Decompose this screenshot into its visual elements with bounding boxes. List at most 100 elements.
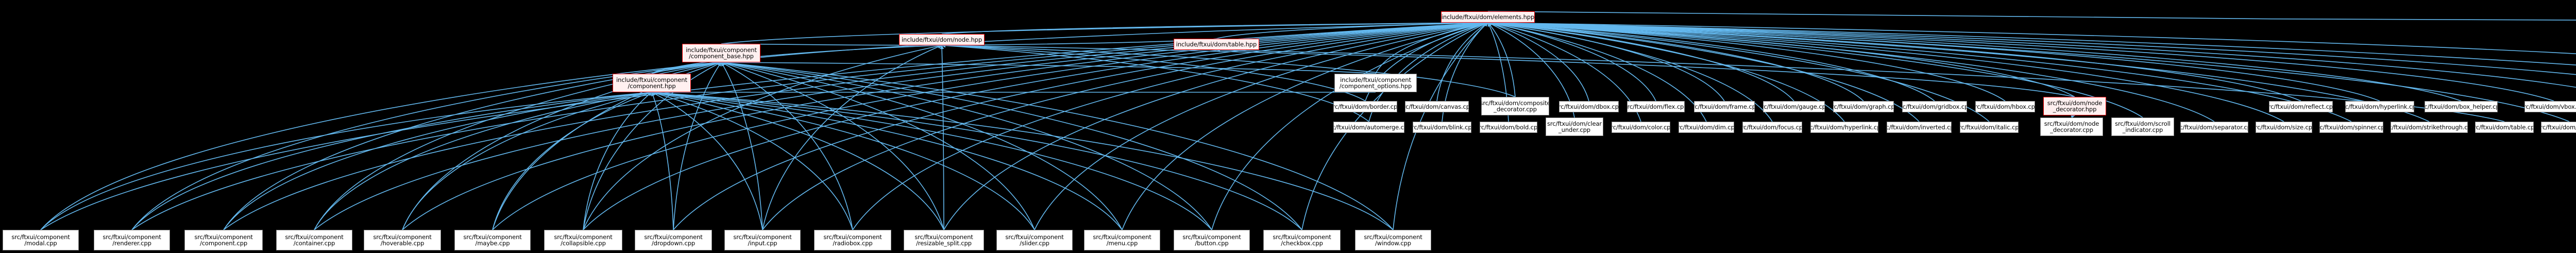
- graph-edge: [131, 90, 652, 230]
- graph-edge: [941, 43, 1366, 102]
- graph-node[interactable]: include/ftxui/dom/node.hpp: [899, 34, 985, 45]
- graph-edge: [651, 90, 1123, 230]
- graph-edge: [1487, 21, 2380, 102]
- graph-node[interactable]: src/ftxui/dom/node _decorator.hpp: [2043, 97, 2106, 115]
- graph-node[interactable]: src/ftxui/dom/graph.cpp: [1833, 101, 1894, 112]
- graph-node[interactable]: src/ftxui/component /modal.cpp: [3, 230, 79, 250]
- graph-edge: [314, 91, 652, 230]
- graph-node[interactable]: src/ftxui/component /collapsible.cpp: [544, 230, 622, 250]
- graph-node[interactable]: src/ftxui/component /checkbox.cpp: [1263, 230, 1341, 250]
- graph-node[interactable]: src/ftxui/dom/hyperlink.cpp: [1810, 122, 1878, 133]
- graph-node[interactable]: src/ftxui/dom/gridbox.cpp: [1902, 101, 1967, 112]
- graph-node[interactable]: src/ftxui/dom/separator.cpp: [2180, 122, 2248, 133]
- graph-node[interactable]: src/ftxui/component /hoverable.cpp: [364, 230, 441, 250]
- graph-node[interactable]: src/ftxui/dom/dbox.cpp: [1559, 101, 1619, 112]
- graph-node[interactable]: src/ftxui/dom/vbox.cpp: [2524, 101, 2576, 112]
- graph-edge: [1487, 11, 2576, 21]
- graph-node[interactable]: src/ftxui/component /container.cpp: [276, 230, 352, 250]
- graph-node[interactable]: src/ftxui/component /maybe.cpp: [454, 230, 531, 250]
- graph-edge: [1436, 22, 1488, 102]
- graph-node[interactable]: src/ftxui/dom/node _decorator.cpp: [2040, 117, 2103, 136]
- graph-edge: [721, 21, 1488, 44]
- graph-node[interactable]: src/ftxui/dom/frame.cpp: [1694, 101, 1755, 112]
- graph-edge: [1487, 21, 1794, 102]
- graph-node[interactable]: src/ftxui/dom/italic.cpp: [1960, 122, 2019, 133]
- graph-node[interactable]: src/ftxui/component /resizable_split.cpp: [904, 230, 984, 250]
- graph-node[interactable]: src/ftxui/component /dropdown.cpp: [635, 230, 712, 250]
- graph-node[interactable]: src/ftxui/component /input.cpp: [724, 230, 801, 250]
- graph-node[interactable]: src/ftxui/dom/spinner.cpp: [2319, 122, 2383, 133]
- graph-node[interactable]: src/ftxui/dom/composite _decorator.cpp: [1481, 97, 1549, 115]
- graph-edge: [583, 92, 652, 230]
- graph-edge: [1487, 21, 2576, 65]
- graph-node[interactable]: src/ftxui/dom/flex.cpp: [1627, 101, 1685, 112]
- graph-edge: [941, 43, 1369, 122]
- graph-edge: [223, 90, 652, 230]
- graph-node[interactable]: src/ftxui/dom/inverted.cpp: [1887, 122, 1952, 133]
- graph-node[interactable]: src/ftxui/dom/automerge.cpp: [1333, 122, 1404, 133]
- graph-node[interactable]: src/ftxui/dom/size.cpp: [2256, 122, 2312, 133]
- graph-edge: [1487, 21, 2075, 97]
- graph-node[interactable]: src/ftxui/component /renderer.cpp: [94, 230, 170, 250]
- graph-node[interactable]: src/ftxui/component /button.cpp: [1174, 230, 1250, 250]
- graph-edge: [941, 43, 1516, 97]
- graph-node[interactable]: src/ftxui/dom/gauge.cpp: [1763, 101, 1825, 112]
- graph-node[interactable]: include/ftxui/dom/elements.hpp: [1441, 11, 1535, 23]
- graph-node[interactable]: src/ftxui/dom/blink.cpp: [1413, 122, 1471, 133]
- graph-node[interactable]: src/ftxui/dom/clear _under.cpp: [1546, 117, 1603, 136]
- graph-edge: [651, 91, 1035, 230]
- graph-node[interactable]: src/ftxui/dom/bold.cpp: [1480, 122, 1537, 133]
- graph-node[interactable]: src/ftxui/dom/text.cpp: [2541, 122, 2576, 133]
- graph-node[interactable]: src/ftxui/dom/border.cpp: [1333, 101, 1397, 112]
- graph-node[interactable]: src/ftxui/component /component.cpp: [184, 230, 263, 250]
- graph-node[interactable]: src/ftxui/dom/strikethrough.cpp: [2391, 122, 2468, 133]
- graph-node[interactable]: include/ftxui/component /component_base.…: [682, 44, 760, 62]
- graph-node[interactable]: src/ftxui/dom/box_helper.cpp: [2425, 101, 2498, 112]
- graph-node[interactable]: src/ftxui/component /radiobox.cpp: [814, 230, 891, 250]
- graph-edge: [651, 90, 1212, 230]
- graph-edge: [651, 92, 674, 230]
- graph-node[interactable]: include/ftxui/component /component.hpp: [613, 74, 691, 92]
- graph-edge: [721, 62, 763, 230]
- graph-edge: [721, 61, 1212, 230]
- graph-node[interactable]: src/ftxui/dom/table.cpp: [2475, 122, 2534, 133]
- graph-edge: [651, 92, 763, 230]
- graph-edge: [1487, 21, 2576, 88]
- graph-node[interactable]: src/ftxui/dom/reflect.cpp: [2269, 101, 2333, 112]
- graph-edge: [1487, 22, 1516, 97]
- graph-node[interactable]: src/ftxui/dom/focus.cpp: [1742, 122, 1802, 133]
- graph-edge: [940, 45, 944, 230]
- graph-edge: [1487, 21, 1725, 102]
- graph-edge: [651, 60, 722, 74]
- graph-edge: [721, 61, 1035, 230]
- graph-edge: [1487, 21, 1656, 102]
- graph-edge: [1487, 21, 2554, 102]
- graph-edge: [651, 90, 1302, 230]
- graph-edge: [941, 43, 2075, 97]
- graph-node[interactable]: src/ftxui/component /slider.cpp: [996, 230, 1073, 250]
- graph-node[interactable]: include/ftxui/component /component_optio…: [1334, 74, 1417, 92]
- graph-node[interactable]: src/ftxui/component /window.cpp: [1355, 230, 1431, 250]
- graph-edge: [1487, 21, 2006, 102]
- graph-edge: [1216, 21, 1488, 39]
- graph-edge: [943, 21, 1488, 230]
- graph-node[interactable]: src/ftxui/dom/hbox.cpp: [1975, 101, 2035, 112]
- graph-edge: [941, 21, 1488, 35]
- graph-edge: [1487, 21, 2301, 102]
- graph-node[interactable]: src/ftxui/dom/scroll _indicator.cpp: [2111, 117, 2174, 136]
- graph-node[interactable]: include/ftxui/dom/table.hpp: [1174, 39, 1259, 50]
- graph-node[interactable]: src/ftxui/dom/dim.cpp: [1679, 122, 1734, 133]
- graph-node[interactable]: src/ftxui/dom/color.cpp: [1612, 122, 1670, 133]
- graph-edge: [1487, 21, 2462, 102]
- graph-node[interactable]: src/ftxui/component /menu.cpp: [1084, 230, 1160, 250]
- graph-node[interactable]: src/ftxui/dom/canvas.cpp: [1405, 101, 1469, 112]
- graph-edge: [402, 91, 652, 230]
- graph-edge: [223, 21, 1488, 230]
- graph-edge: [721, 61, 944, 230]
- graph-edge: [1487, 21, 2576, 55]
- graph-edge: [1487, 21, 2576, 75]
- graph-node[interactable]: src/ftxui/dom/hyperlink.cpp: [2345, 101, 2414, 112]
- graph-edge: [1487, 21, 1935, 102]
- graph-edge: [1487, 21, 1864, 102]
